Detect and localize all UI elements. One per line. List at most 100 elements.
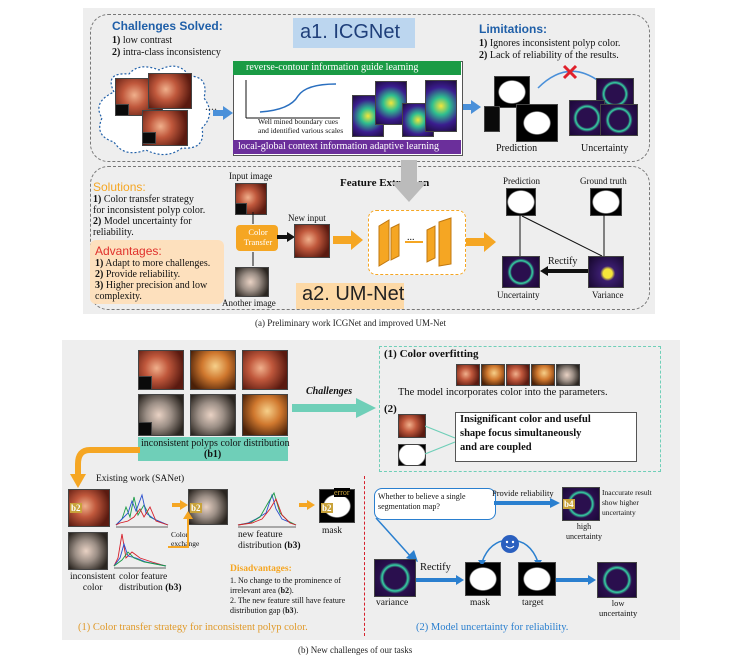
rectify2-label: Rectify	[420, 562, 451, 573]
green-bar	[233, 61, 461, 75]
advantage-line-2: 2) Provide reliability.	[95, 269, 181, 280]
caption-a: (a) Preliminary work ICGNet and improved…	[255, 318, 446, 328]
two-label: (2)	[384, 403, 397, 415]
solution-line-1: 1) Color transfer strategy	[93, 194, 194, 205]
cloud-image-2	[148, 73, 192, 109]
arrow-right-icon	[333, 230, 363, 250]
prediction-mask-2	[516, 104, 558, 142]
svg-text:...: ...	[407, 232, 415, 243]
challenges-arrow-label: Challenges	[306, 386, 353, 397]
umnet-box	[90, 166, 650, 310]
flow-arrows	[519, 214, 605, 257]
advantage-line-1: 1) Adapt to more challenges.	[95, 258, 211, 269]
arrow-right-icon	[277, 232, 295, 242]
arrow-right-icon	[466, 232, 496, 252]
flow-arrows	[252, 212, 254, 266]
arrow-right-icon	[213, 106, 233, 120]
disadvantages-title: Disadvantages:	[230, 564, 292, 574]
ground-truth-label: Ground truth	[580, 176, 627, 186]
green-bar-label: reverse-contour information guide learni…	[246, 62, 419, 73]
caption-b: (b) New challenges of our tasks	[298, 645, 413, 655]
uncertainty-map-3	[600, 104, 638, 136]
strip-image-2	[481, 364, 505, 386]
coupled-box	[455, 412, 637, 462]
mask-label: mask	[322, 526, 343, 536]
polyp-mask-1	[138, 376, 152, 390]
b1-label: inconsistent polyps color distribution	[141, 438, 290, 449]
svg-text:....: ....	[205, 100, 217, 112]
smile-icon	[501, 535, 519, 553]
solution-line-4: reliability.	[93, 227, 134, 238]
arrow-right-icon	[172, 500, 188, 510]
b2-tag-2: b2	[190, 503, 202, 513]
arrow-down-icon	[391, 160, 427, 202]
arrow-right-icon	[416, 575, 464, 585]
prediction2-label: Prediction	[503, 176, 540, 186]
coupled-line-2: shape focus simultaneously	[460, 428, 582, 439]
dots-icon: ....	[205, 100, 217, 112]
uncertainty-label: Uncertainty	[581, 143, 629, 154]
overfit-mask	[398, 444, 426, 466]
curve-caption-2: and identified various scales	[258, 126, 344, 135]
strip-image-5	[556, 364, 580, 386]
arrow-left-icon	[540, 266, 588, 276]
another-image-label: Another image	[222, 298, 276, 308]
coupled-line-1: Insignificant color and useful	[460, 414, 591, 425]
input-image-mask	[235, 203, 247, 215]
overfit-title: (1) Color overfitting	[384, 348, 479, 360]
b2-tag-3: b2	[321, 503, 333, 513]
new-input-image	[294, 224, 330, 258]
advantages-box	[90, 240, 224, 304]
b1-label-box	[138, 437, 288, 461]
error-tag: error	[334, 488, 350, 497]
arrow-right-icon	[299, 500, 315, 510]
input-image-label: Input image	[229, 171, 273, 181]
color-overfitting-box	[379, 346, 661, 472]
coupled-line-3: and are coupled	[460, 442, 532, 453]
advantages-title: Advantages:	[95, 244, 162, 258]
overfit-image	[398, 414, 426, 438]
uncertainty2-label: Uncertainty	[497, 290, 540, 300]
cloud-mask-1	[115, 104, 129, 116]
target-label: target	[522, 598, 544, 608]
prediction2-mask	[506, 188, 536, 216]
polyp-image-2	[190, 350, 236, 390]
solution-line-3: 2) Model uncertainty for	[93, 216, 192, 227]
color-transfer-box	[236, 225, 278, 251]
advantage-line-3: 3) Higher precision and low	[95, 280, 208, 291]
variance-map	[588, 256, 624, 288]
question-box	[374, 488, 496, 520]
right-caption: (2) Model uncertainty for reliability.	[416, 622, 569, 633]
disadvantage-line-4: distribution gap (b3).	[230, 606, 299, 615]
advantage-line-4: complexity.	[95, 291, 142, 302]
low-uncertainty-map	[597, 562, 637, 598]
solutions-title: Solutions:	[93, 180, 146, 194]
curve-caption-1: Well mined boundary cues	[258, 117, 338, 126]
arrow-right-icon	[292, 398, 376, 418]
existing-work-label: Existing work (SANet)	[96, 474, 185, 484]
overfit-text: The model incorporates color into the pa…	[398, 387, 608, 398]
color-histogram-1	[115, 493, 169, 528]
cloud-mask-2	[142, 132, 156, 144]
icgnet-title: a1. ICGNet	[300, 21, 401, 43]
purple-bar	[233, 140, 461, 154]
color-histogram-2	[237, 491, 297, 528]
prediction-mask-1	[494, 76, 530, 108]
another-image	[235, 267, 269, 297]
strip-image-4	[531, 364, 555, 386]
divider	[364, 476, 365, 636]
prediction-label: Prediction	[496, 143, 538, 154]
b1-tag: (b1)	[204, 449, 222, 460]
polyp-mask-2	[138, 422, 152, 436]
purple-bar-label: local-global context information adaptiv…	[238, 141, 440, 152]
left-caption: (1) Color transfer strategy for inconsis…	[78, 622, 308, 633]
limitations-title: Limitations:	[479, 22, 547, 36]
inconsistent-image	[68, 532, 108, 570]
polyp-image-5	[190, 394, 236, 436]
rectify-label: Rectify	[548, 256, 578, 267]
uncertainty-map-2	[569, 100, 605, 136]
